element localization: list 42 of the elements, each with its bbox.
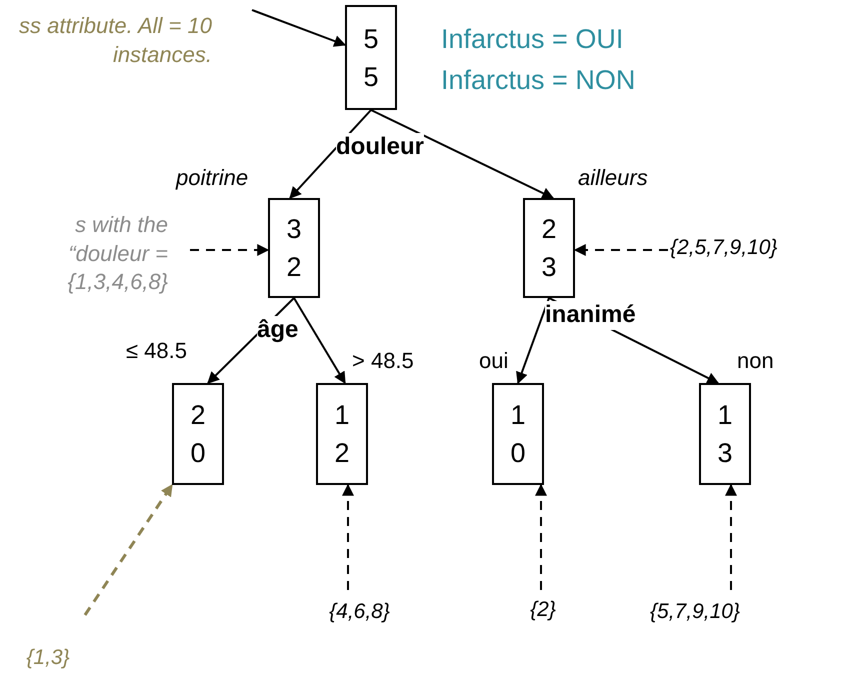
count-text: 3 <box>541 251 557 284</box>
count-text: 2 <box>334 437 350 470</box>
attribute-label: âge <box>257 316 298 345</box>
class-label: Infarctus = OUI <box>441 23 624 56</box>
count-text: 2 <box>286 251 302 284</box>
count-text: 5 <box>363 22 379 56</box>
note-text: ss attribute. All = 10 instances. <box>0 12 212 70</box>
note-text: {5,7,9,10} <box>622 598 768 626</box>
note-text: {2} <box>518 596 568 624</box>
tree-node-box <box>699 383 751 485</box>
arrow <box>516 298 550 384</box>
count-text: 2 <box>190 399 206 432</box>
note-text: {2,5,7,9,10} <box>670 234 840 262</box>
arrow <box>252 9 346 47</box>
dashed-arrow <box>342 484 354 590</box>
dashed-arrow <box>84 484 174 616</box>
class-label: Infarctus = NON <box>441 64 636 96</box>
count-text: 0 <box>510 437 526 470</box>
dashed-arrow <box>574 244 668 256</box>
count-text: 0 <box>190 437 206 470</box>
count-text: 1 <box>510 399 526 432</box>
note-text: s with the “douleur = {1,3,4,6,8} <box>0 211 168 297</box>
count-text: 1 <box>717 399 733 432</box>
dashed-arrow <box>535 484 547 590</box>
count-text: 3 <box>717 437 733 470</box>
dashed-arrow <box>725 484 737 590</box>
tree-node-box <box>345 5 397 110</box>
dashed-arrow <box>190 244 270 256</box>
count-text: 3 <box>286 213 302 246</box>
note-text: {4,6,8} <box>302 598 417 626</box>
tree-node-box <box>523 198 575 298</box>
tree-node-box <box>316 383 368 485</box>
arrow <box>370 109 554 199</box>
tree-node-box <box>172 383 224 485</box>
count-text: 5 <box>363 60 379 94</box>
count-text: 2 <box>541 213 557 246</box>
attribute-label: inanimé <box>545 301 636 330</box>
tree-node-box <box>492 383 544 485</box>
arrow <box>293 297 346 384</box>
count-text: 1 <box>334 399 350 432</box>
tree-node-box <box>268 198 320 298</box>
note-text: {1,3} <box>12 644 84 672</box>
